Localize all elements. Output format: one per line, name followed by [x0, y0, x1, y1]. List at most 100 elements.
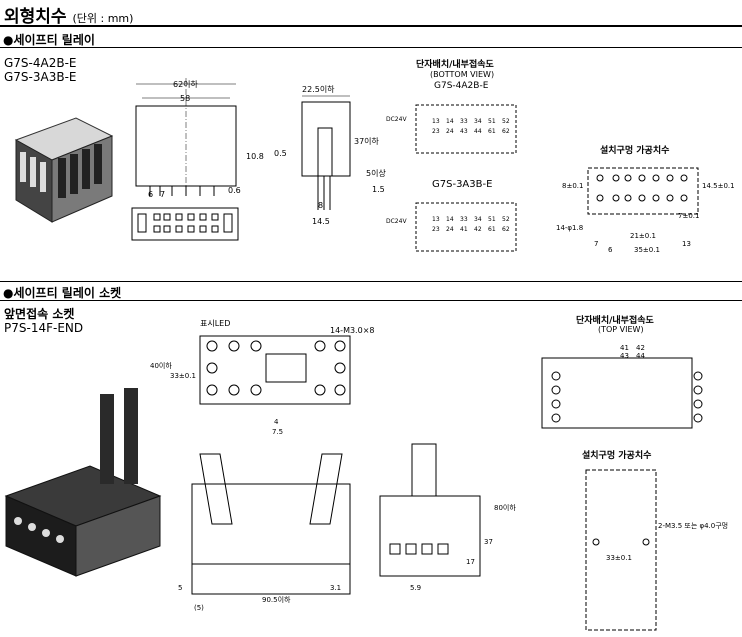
term-4a2b-bot-3: 44: [474, 128, 482, 135]
relay-front-view: 62이하 58: [135, 78, 237, 196]
relay-wiring-title: 단자배치/내부접속도: [416, 60, 494, 70]
socket-type: 앞면접속 소켓: [4, 307, 75, 321]
socket-side-h: 80이하: [494, 503, 516, 512]
term-3a3b-top-2: 33: [460, 216, 468, 223]
relay-mount-holes: 8±0.1 14.5±0.1 14-φ1.8 7±0.1 21±0.1 35±0…: [556, 167, 735, 254]
coil-label-b: DC24V: [386, 218, 407, 225]
coil-label-a: DC24V: [386, 116, 407, 123]
socket-term-44: 44: [636, 352, 645, 360]
section-heading-socket: ●세이프티 릴레이 소켓: [0, 284, 742, 301]
mount-p21: 21±0.1: [630, 232, 656, 240]
term-4a2b-bot-4: 61: [488, 128, 496, 135]
term-3a3b-bot-0: 23: [432, 226, 440, 233]
socket-mount-holes: 2-M3.5 또는 φ4.0구멍 33±0.1: [585, 469, 728, 631]
socket-photo: [4, 388, 162, 577]
term-4a2b-bot-1: 24: [446, 128, 454, 135]
dim-front-base: 10.8: [246, 152, 264, 161]
term-4a2b-top-3: 34: [474, 118, 482, 125]
socket-side-w: 5.9: [410, 584, 421, 592]
dim-front-pitch-b: 7: [160, 190, 166, 199]
socket-wiring-title: 단자배치/내부접속도: [576, 316, 654, 326]
term-3a3b-bot-5: 62: [502, 226, 510, 233]
socket-wiring-view: (TOP VIEW): [598, 325, 644, 334]
socket-mount-note: 2-M3.5 또는 φ4.0구멍: [658, 521, 728, 530]
term-3a3b-top-3: 34: [474, 216, 482, 223]
mount-holes: 14-φ1.8: [556, 224, 583, 232]
socket-screw-label: 14-M3.0×8: [330, 326, 375, 335]
socket-front-a: 5: [178, 584, 182, 592]
socket-led-label: 표시LED: [200, 319, 231, 328]
socket-side-mid: 37: [484, 538, 493, 546]
socket-wiring-diagram: 41 42 43 44: [541, 344, 703, 429]
term-3a3b-bot-1: 24: [446, 226, 454, 233]
relay-wiring-model-a: G7S-4A2B-E: [434, 81, 489, 91]
socket-models: 앞면접속 소켓 P7S-14F-END: [4, 307, 83, 335]
dim-side-bottom: 14.5: [312, 217, 330, 226]
socket-dim-p: 4: [274, 418, 279, 426]
term-3a3b-top-4: 51: [488, 216, 496, 223]
socket-term-43: 43: [620, 352, 629, 360]
dim-front-inner: 58: [180, 94, 190, 103]
relay-model-b: G7S-3A3B-E: [4, 70, 77, 84]
dim-side-height: 37이하: [354, 136, 380, 146]
socket-term-42: 42: [636, 344, 645, 352]
relay-wiring-view: (BOTTOM VIEW): [430, 70, 495, 79]
term-4a2b-top-4: 51: [488, 118, 496, 125]
dim-front-pitch-a: 6: [148, 190, 154, 199]
socket-top-view: 40이하 33±0.1 4 7.5: [150, 335, 351, 436]
socket-front-view: 5 (5) 90.5이하 3.1: [178, 453, 351, 612]
socket-mount-title: 설치구멍 가공치수: [582, 451, 652, 461]
term-3a3b-top-5: 52: [502, 216, 510, 223]
mount-h2: 14.5±0.1: [702, 182, 735, 190]
term-4a2b-bot-2: 43: [460, 128, 468, 135]
relay-mount-title: 설치구멍 가공치수: [600, 146, 670, 156]
socket-model: P7S-14F-END: [4, 321, 84, 335]
dim-side-pinlen: 5이상: [366, 168, 386, 178]
socket-dim-h2: 33±0.1: [170, 372, 196, 380]
section-rule-2: [0, 281, 742, 282]
term-4a2b-top-2: 33: [460, 118, 468, 125]
term-3a3b-bot-2: 41: [460, 226, 468, 233]
title-rule: [0, 25, 742, 27]
relay-side-view: 22.5이하 37이하 0.5 5이상 1.5 8 14.5: [274, 84, 386, 226]
socket-front-b: (5): [194, 604, 204, 612]
dim-side-depth: 8: [318, 201, 323, 210]
dim-front-gap: 0.6: [228, 186, 241, 195]
mount-c: 13: [682, 240, 691, 248]
relay-model-a: G7S-4A2B-E: [4, 56, 77, 70]
relay-bottom-view: [131, 207, 239, 241]
relay-wiring-4a2b: DC24V 13 14 33 34 51 52 23 24 43 44 61 6…: [386, 104, 517, 154]
relay-models: G7S-4A2B-E G7S-3A3B-E: [4, 56, 77, 84]
socket-term-41: 41: [620, 344, 629, 352]
term-4a2b-bot-0: 23: [432, 128, 440, 135]
mount-a: 7: [594, 240, 598, 248]
term-3a3b-bot-3: 42: [474, 226, 482, 233]
term-4a2b-top-1: 14: [446, 118, 454, 125]
socket-front-c: 3.1: [330, 584, 341, 592]
term-3a3b-top-1: 14: [446, 216, 454, 223]
socket-front-w: 90.5이하: [262, 595, 291, 604]
dim-front-width: 62이하: [173, 79, 199, 89]
mount-p7: 7±0.1: [678, 212, 699, 220]
dim-side-pitch: 1.5: [372, 185, 385, 194]
dim-side-width: 22.5이하: [302, 84, 335, 94]
socket-mount-pitch: 33±0.1: [606, 554, 632, 562]
mount-b: 6: [608, 246, 613, 254]
mount-h1: 8±0.1: [562, 182, 583, 190]
section-heading-relay: ●세이프티 릴레이: [0, 31, 742, 48]
term-4a2b-top-5: 52: [502, 118, 510, 125]
socket-side-view: 80이하 37 17 5.9: [379, 443, 516, 592]
term-3a3b-top-0: 13: [432, 216, 440, 223]
term-4a2b-bot-5: 62: [502, 128, 510, 135]
socket-side-low: 17: [466, 558, 475, 566]
socket-dim-q: 7.5: [272, 428, 283, 436]
relay-wiring-model-b: G7S-3A3B-E: [432, 179, 493, 190]
term-4a2b-top-0: 13: [432, 118, 440, 125]
relay-photo: [14, 117, 114, 223]
socket-dim-h: 40이하: [150, 361, 172, 370]
mount-p35: 35±0.1: [634, 246, 660, 254]
page-title: 외형치수 (단위 : mm): [4, 7, 134, 27]
term-3a3b-bot-4: 61: [488, 226, 496, 233]
relay-wiring-3a3b: DC24V 13 14 33 34 51 52 23 24 41 42 61 6…: [386, 202, 517, 252]
dim-side-pin: 0.5: [274, 149, 287, 158]
